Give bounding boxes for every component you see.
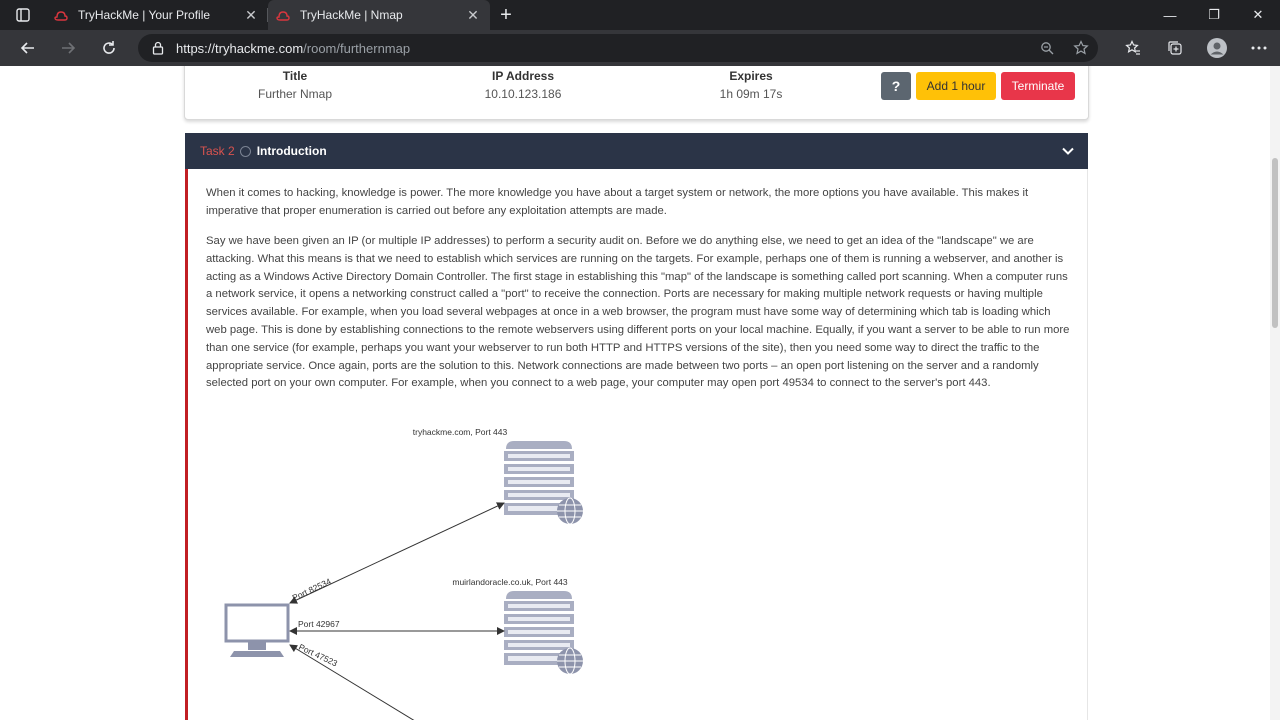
refresh-icon [103, 41, 115, 54]
omnibox-actions [1030, 34, 1098, 62]
machine-title-label: Title [282, 69, 308, 83]
help-button[interactable]: ? [881, 72, 911, 100]
address-bar[interactable]: https://tryhackme.com/room/furthernmap [138, 34, 1098, 62]
restore-icon[interactable]: ❐ [1208, 7, 1220, 22]
tab-nmap[interactable]: TryHackMe | Nmap ✕ [268, 0, 490, 30]
tryhackme-favicon-icon [276, 8, 290, 22]
task-header[interactable]: Task 2 Introduction [185, 133, 1088, 169]
tab-title: TryHackMe | Nmap [300, 8, 403, 22]
window-controls: — ❐ ✕ [1148, 0, 1280, 30]
connection-2-label: Port 42967 [298, 619, 340, 629]
server1-label: tryhackme.com, Port 443 [413, 427, 508, 437]
url-host: https://tryhackme.com [176, 40, 304, 56]
machine-ip-field: IP Address 10.10.123.186 [453, 69, 593, 101]
back-arrow-icon [20, 42, 34, 54]
browser-toolbar: https://tryhackme.com/room/furthernmap [0, 30, 1280, 66]
machine-ip-label: IP Address [491, 69, 555, 83]
port-connection-diagram: tryhackme.com, Port 443 muirlandoracle.c… [224, 427, 584, 720]
machine-expires-field: Expires 1h 09m 17s [681, 69, 821, 101]
computer-icon [224, 603, 290, 657]
lock-icon[interactable] [150, 40, 166, 56]
tab-title: TryHackMe | Your Profile [78, 8, 211, 22]
machine-info-card: Title Further Nmap IP Address 10.10.123.… [184, 66, 1089, 120]
back-button[interactable] [8, 30, 48, 66]
machine-ip-value: 10.10.123.186 [484, 87, 562, 101]
connection-1-label: Port 82534 [291, 576, 333, 603]
collections-icon[interactable] [1154, 30, 1196, 66]
web-page: Title Further Nmap IP Address 10.10.123.… [0, 66, 1280, 720]
task-title: Introduction [256, 144, 327, 158]
new-tab-button[interactable]: + [500, 3, 512, 26]
close-tab-icon[interactable]: ✕ [467, 6, 479, 23]
close-tab-icon[interactable]: ✕ [245, 6, 257, 23]
url-text: https://tryhackme.com/room/furthernmap [176, 41, 410, 56]
task-paragraph: Say we have been given an IP (or multipl… [206, 235, 1070, 390]
machine-title-field: Title Further Nmap [225, 69, 365, 101]
task-number: Task 2 [200, 144, 235, 158]
server1-icon [503, 440, 584, 525]
toolbar-actions [1112, 30, 1280, 66]
task-paragraph: When it comes to hacking, knowledge is p… [206, 187, 1029, 217]
favorites-icon[interactable] [1112, 30, 1154, 66]
connection-3-label: Port 47523 [297, 642, 339, 669]
browser-tab-bar: TryHackMe | Your Profile ✕ TryHackMe | N… [0, 0, 1280, 30]
task-status-circle-icon [239, 145, 251, 157]
connection-line-1 [289, 502, 505, 604]
tab-actions-button[interactable] [0, 0, 46, 30]
connection-line-3 [289, 644, 415, 720]
tab-actions-icon [16, 8, 30, 22]
task-body: When it comes to hacking, knowledge is p… [185, 169, 1088, 720]
settings-more-icon[interactable] [1238, 30, 1280, 66]
tab-profile[interactable]: TryHackMe | Your Profile ✕ [46, 0, 268, 30]
server2-icon [503, 590, 584, 675]
profile-avatar-icon[interactable] [1196, 30, 1238, 66]
refresh-button[interactable] [89, 30, 129, 66]
add-hour-button[interactable]: Add 1 hour [916, 72, 996, 100]
scrollbar-thumb[interactable] [1272, 158, 1278, 328]
tryhackme-favicon-icon [54, 8, 68, 22]
machine-expires-value: 1h 09m 17s [719, 87, 783, 101]
forward-arrow-icon [62, 42, 76, 54]
page-scrollbar[interactable] [1270, 66, 1280, 720]
add-favorite-icon[interactable] [1064, 34, 1098, 62]
chevron-down-icon[interactable] [1060, 143, 1076, 159]
machine-title-value: Further Nmap [257, 87, 333, 101]
forward-button[interactable] [48, 30, 88, 66]
terminate-button[interactable]: Terminate [1001, 72, 1075, 100]
url-path: /room/furthernmap [303, 40, 411, 56]
close-window-icon[interactable]: ✕ [1252, 7, 1264, 22]
machine-expires-label: Expires [729, 69, 773, 83]
zoom-icon[interactable] [1030, 34, 1064, 62]
server2-label: muirlandoracle.co.uk, Port 443 [452, 577, 568, 587]
minimize-icon[interactable]: — [1163, 7, 1177, 23]
